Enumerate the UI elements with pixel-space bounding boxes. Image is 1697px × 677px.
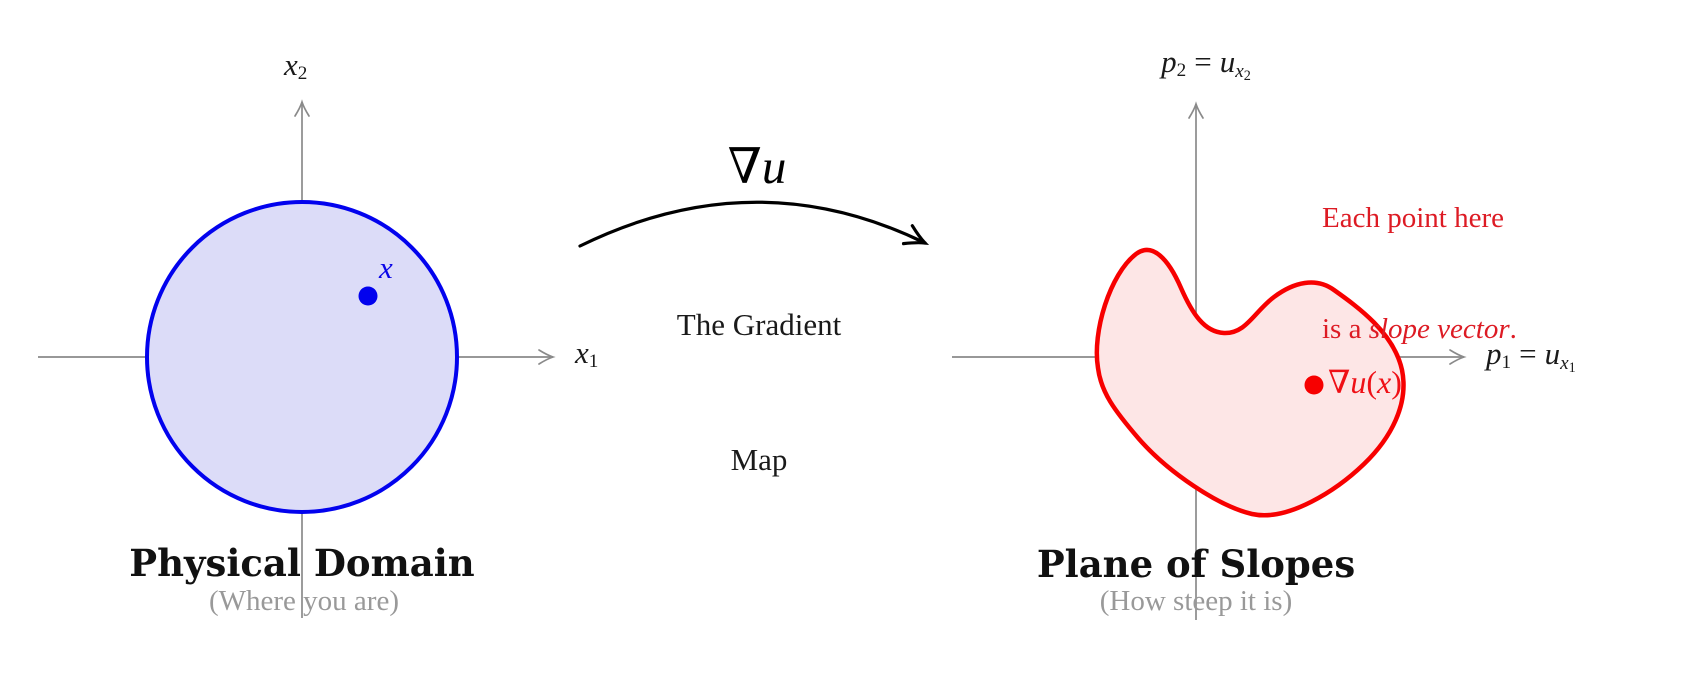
gradient-point-dot bbox=[1304, 375, 1324, 395]
gradient-map-caption-line1: The Gradient bbox=[676, 307, 842, 342]
right-x-axis-label: p1=ux1 bbox=[1486, 336, 1576, 376]
left-panel-title: Physical Domain bbox=[129, 541, 475, 585]
gradient-point-label: ∇u(x) bbox=[1328, 364, 1402, 400]
slope-vector-annotation-line1: Each point here bbox=[1322, 202, 1504, 234]
plane-of-slopes-region bbox=[1094, 247, 1406, 518]
right-panel-subtitle: (How steep it is) bbox=[1099, 585, 1293, 617]
gradient-map-caption: The Gradient Map bbox=[677, 212, 841, 572]
point-x-dot bbox=[358, 286, 378, 306]
point-x-label: x bbox=[379, 250, 393, 285]
nabla-u-label: ∇u bbox=[727, 139, 787, 194]
left-panel-subtitle: (Where you are) bbox=[209, 585, 399, 617]
left-y-axis-label: x2 bbox=[284, 47, 308, 85]
gradient-map-arrow bbox=[578, 200, 930, 248]
slope-vector-annotation-line2: is a slope vector. bbox=[1322, 313, 1517, 345]
right-panel-title: Plane of Slopes bbox=[1036, 542, 1356, 586]
physical-domain-region bbox=[145, 200, 459, 514]
slope-vector-annotation: Each point here is a slope vector. bbox=[1322, 126, 1517, 422]
right-y-axis-label: p2=ux2 bbox=[1161, 44, 1251, 84]
left-x-axis-label: x1 bbox=[575, 335, 599, 373]
gradient-map-caption-line2: Map bbox=[730, 442, 788, 477]
